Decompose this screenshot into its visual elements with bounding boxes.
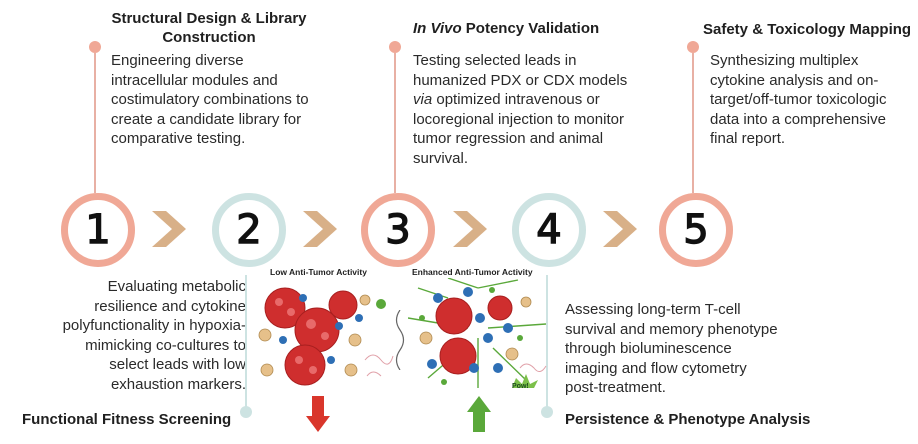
pow-burst-label: Pow! <box>512 383 529 390</box>
step-5-number: 5 <box>683 206 710 253</box>
chevron-right-icon <box>152 211 186 247</box>
step-2-title: Functional Fitness Screening <box>22 411 232 428</box>
step-2-number: 2 <box>236 206 263 253</box>
step-3-description: Testing selected leads in humanized PDX … <box>413 51 628 168</box>
step-3-title: In Vivo Potency Validation <box>413 19 653 38</box>
step-3-circle: 3 <box>361 193 435 267</box>
step-4-circle: 4 <box>512 193 586 267</box>
step-1-title: Structural Design & Library Construction <box>111 10 307 46</box>
chevron-right-icon <box>453 211 487 247</box>
enhanced-activity-illustration <box>408 278 547 388</box>
low-activity-illustration <box>258 287 394 386</box>
step-3-desc-italic: via <box>413 91 433 108</box>
step-2-connector-dot <box>240 406 252 418</box>
step-3-connector-line <box>394 53 396 193</box>
chevron-right-icon <box>303 211 337 247</box>
step-2-connector-line <box>245 275 247 409</box>
step-5-description: Synthesizing multiplex cytokine analysis… <box>710 52 887 147</box>
step-3-desc-b: optimized intravenous or locoregional in… <box>413 91 624 167</box>
step-5-connector-dot <box>687 41 699 53</box>
chevron-right-icon <box>603 211 637 247</box>
enhanced-activity-label: Enhanced Anti-Tumor Activity <box>412 267 533 277</box>
step-2-circle: 2 <box>212 193 286 267</box>
step-4-description: Assessing long-term T-cell survival and … <box>565 301 778 396</box>
step-5-connector-line <box>692 53 694 193</box>
low-activity-label: Low Anti-Tumor Activity <box>270 267 367 277</box>
step-4-connector-line <box>546 275 548 409</box>
step-3-title-rest: Potency Validation <box>461 20 600 37</box>
step-3-connector-dot <box>389 41 401 53</box>
step-1-connector-dot <box>89 41 101 53</box>
step-1-number: 1 <box>85 206 112 253</box>
down-arrow-icon <box>306 396 330 432</box>
step-1-description: Engineering diverse intracellular module… <box>111 52 309 147</box>
step-5-circle: 5 <box>659 193 733 267</box>
step-5-title: Safety & Toxicology Mapping <box>703 21 912 38</box>
step-3-number: 3 <box>385 206 412 253</box>
step-4-title: Persistence & Phenotype Analysis <box>565 411 811 428</box>
step-1-circle: 1 <box>61 193 135 267</box>
step-4-connector-dot <box>541 406 553 418</box>
up-arrow-icon <box>467 396 491 432</box>
step-2-description: Evaluating metabolic resilience and cyto… <box>62 278 246 393</box>
step-3-title-italic: In Vivo <box>413 20 462 37</box>
step-3-desc-a: Testing selected leads in humanized PDX … <box>413 52 628 89</box>
divider-squiggle <box>395 310 405 370</box>
step-1-connector-line <box>94 53 96 193</box>
step-4-number: 4 <box>536 206 563 253</box>
